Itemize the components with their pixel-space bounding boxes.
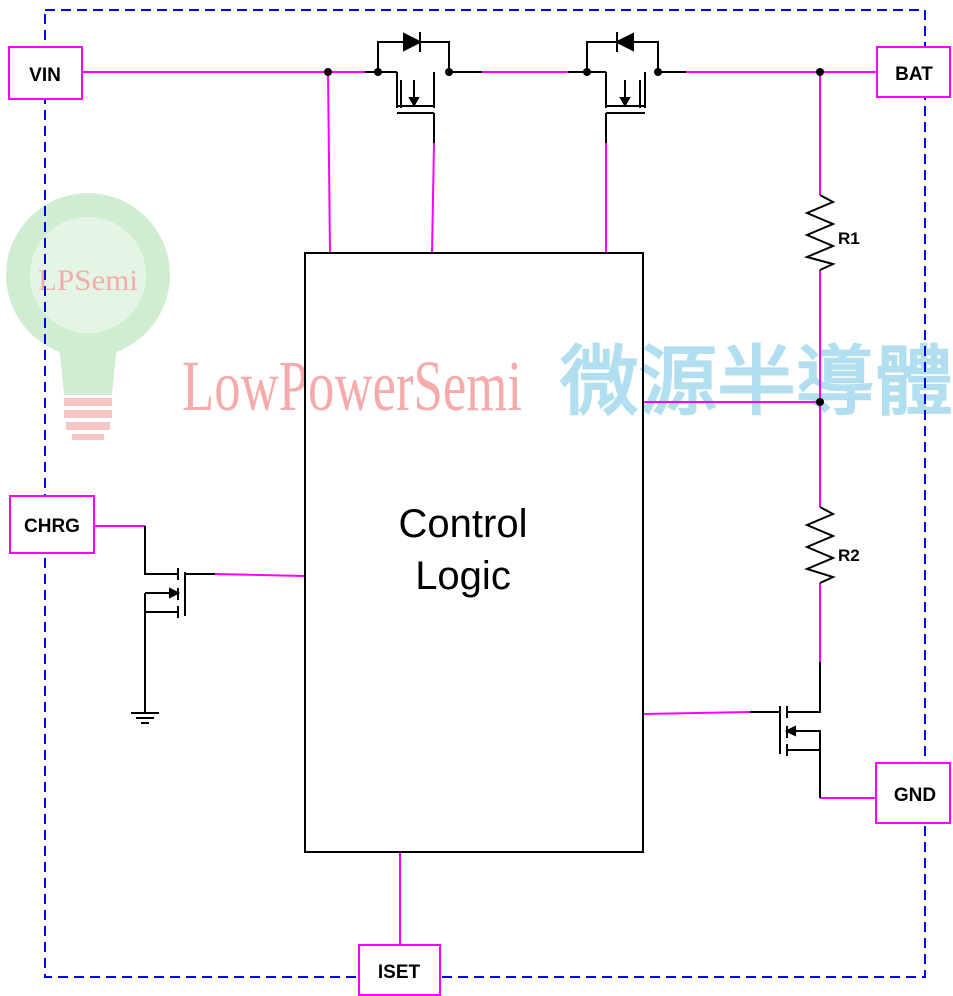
control-logic-label-line1: Control bbox=[399, 502, 528, 546]
resistor-r2-icon bbox=[804, 506, 836, 584]
resistor-r2: R2 bbox=[804, 506, 860, 584]
chip-boundary bbox=[44, 9, 926, 978]
junction-dot bbox=[816, 68, 824, 76]
watermark-brand-text: LowPowerSemi bbox=[182, 346, 522, 426]
resistor-r1-icon bbox=[803, 194, 836, 271]
junction-dot bbox=[816, 398, 824, 406]
divider-switch-transistor bbox=[750, 662, 821, 798]
watermark-chinese-text: 微源半導體 bbox=[559, 337, 953, 426]
pin-vin: VIN bbox=[8, 46, 83, 100]
pass-transistor-2 bbox=[568, 32, 686, 143]
pin-gnd: GND bbox=[875, 762, 951, 824]
wires bbox=[82, 71, 877, 945]
pin-gnd-label: GND bbox=[894, 785, 936, 806]
lightbulb-logo-icon: LPSemi bbox=[6, 193, 170, 440]
resistor-r1-label: R1 bbox=[838, 229, 860, 248]
chrg-transistor bbox=[144, 526, 215, 713]
junction-dot bbox=[324, 68, 332, 76]
control-logic-label-line2: Logic bbox=[415, 554, 511, 598]
resistor-r2-label: R2 bbox=[838, 546, 860, 565]
control-logic-block: Control Logic bbox=[304, 252, 644, 853]
pin-iset-label: ISET bbox=[378, 962, 421, 983]
ground-icon bbox=[131, 712, 159, 724]
pin-chrg: CHRG bbox=[9, 495, 95, 554]
pin-bat-label: BAT bbox=[895, 64, 933, 85]
pass-transistor-1 bbox=[365, 32, 482, 143]
body-diode-icon bbox=[614, 32, 634, 52]
pin-bat: BAT bbox=[876, 46, 951, 98]
pin-chrg-label: CHRG bbox=[24, 516, 80, 537]
resistor-r1: R1 bbox=[803, 194, 860, 271]
pin-vin-label: VIN bbox=[29, 65, 61, 86]
pin-iset: ISET bbox=[358, 944, 441, 996]
watermark-bulb-text: LPSemi bbox=[38, 264, 138, 297]
body-diode-icon bbox=[403, 32, 423, 52]
watermark: LPSemi LowPowerSemi 微源半導體 bbox=[6, 193, 953, 440]
